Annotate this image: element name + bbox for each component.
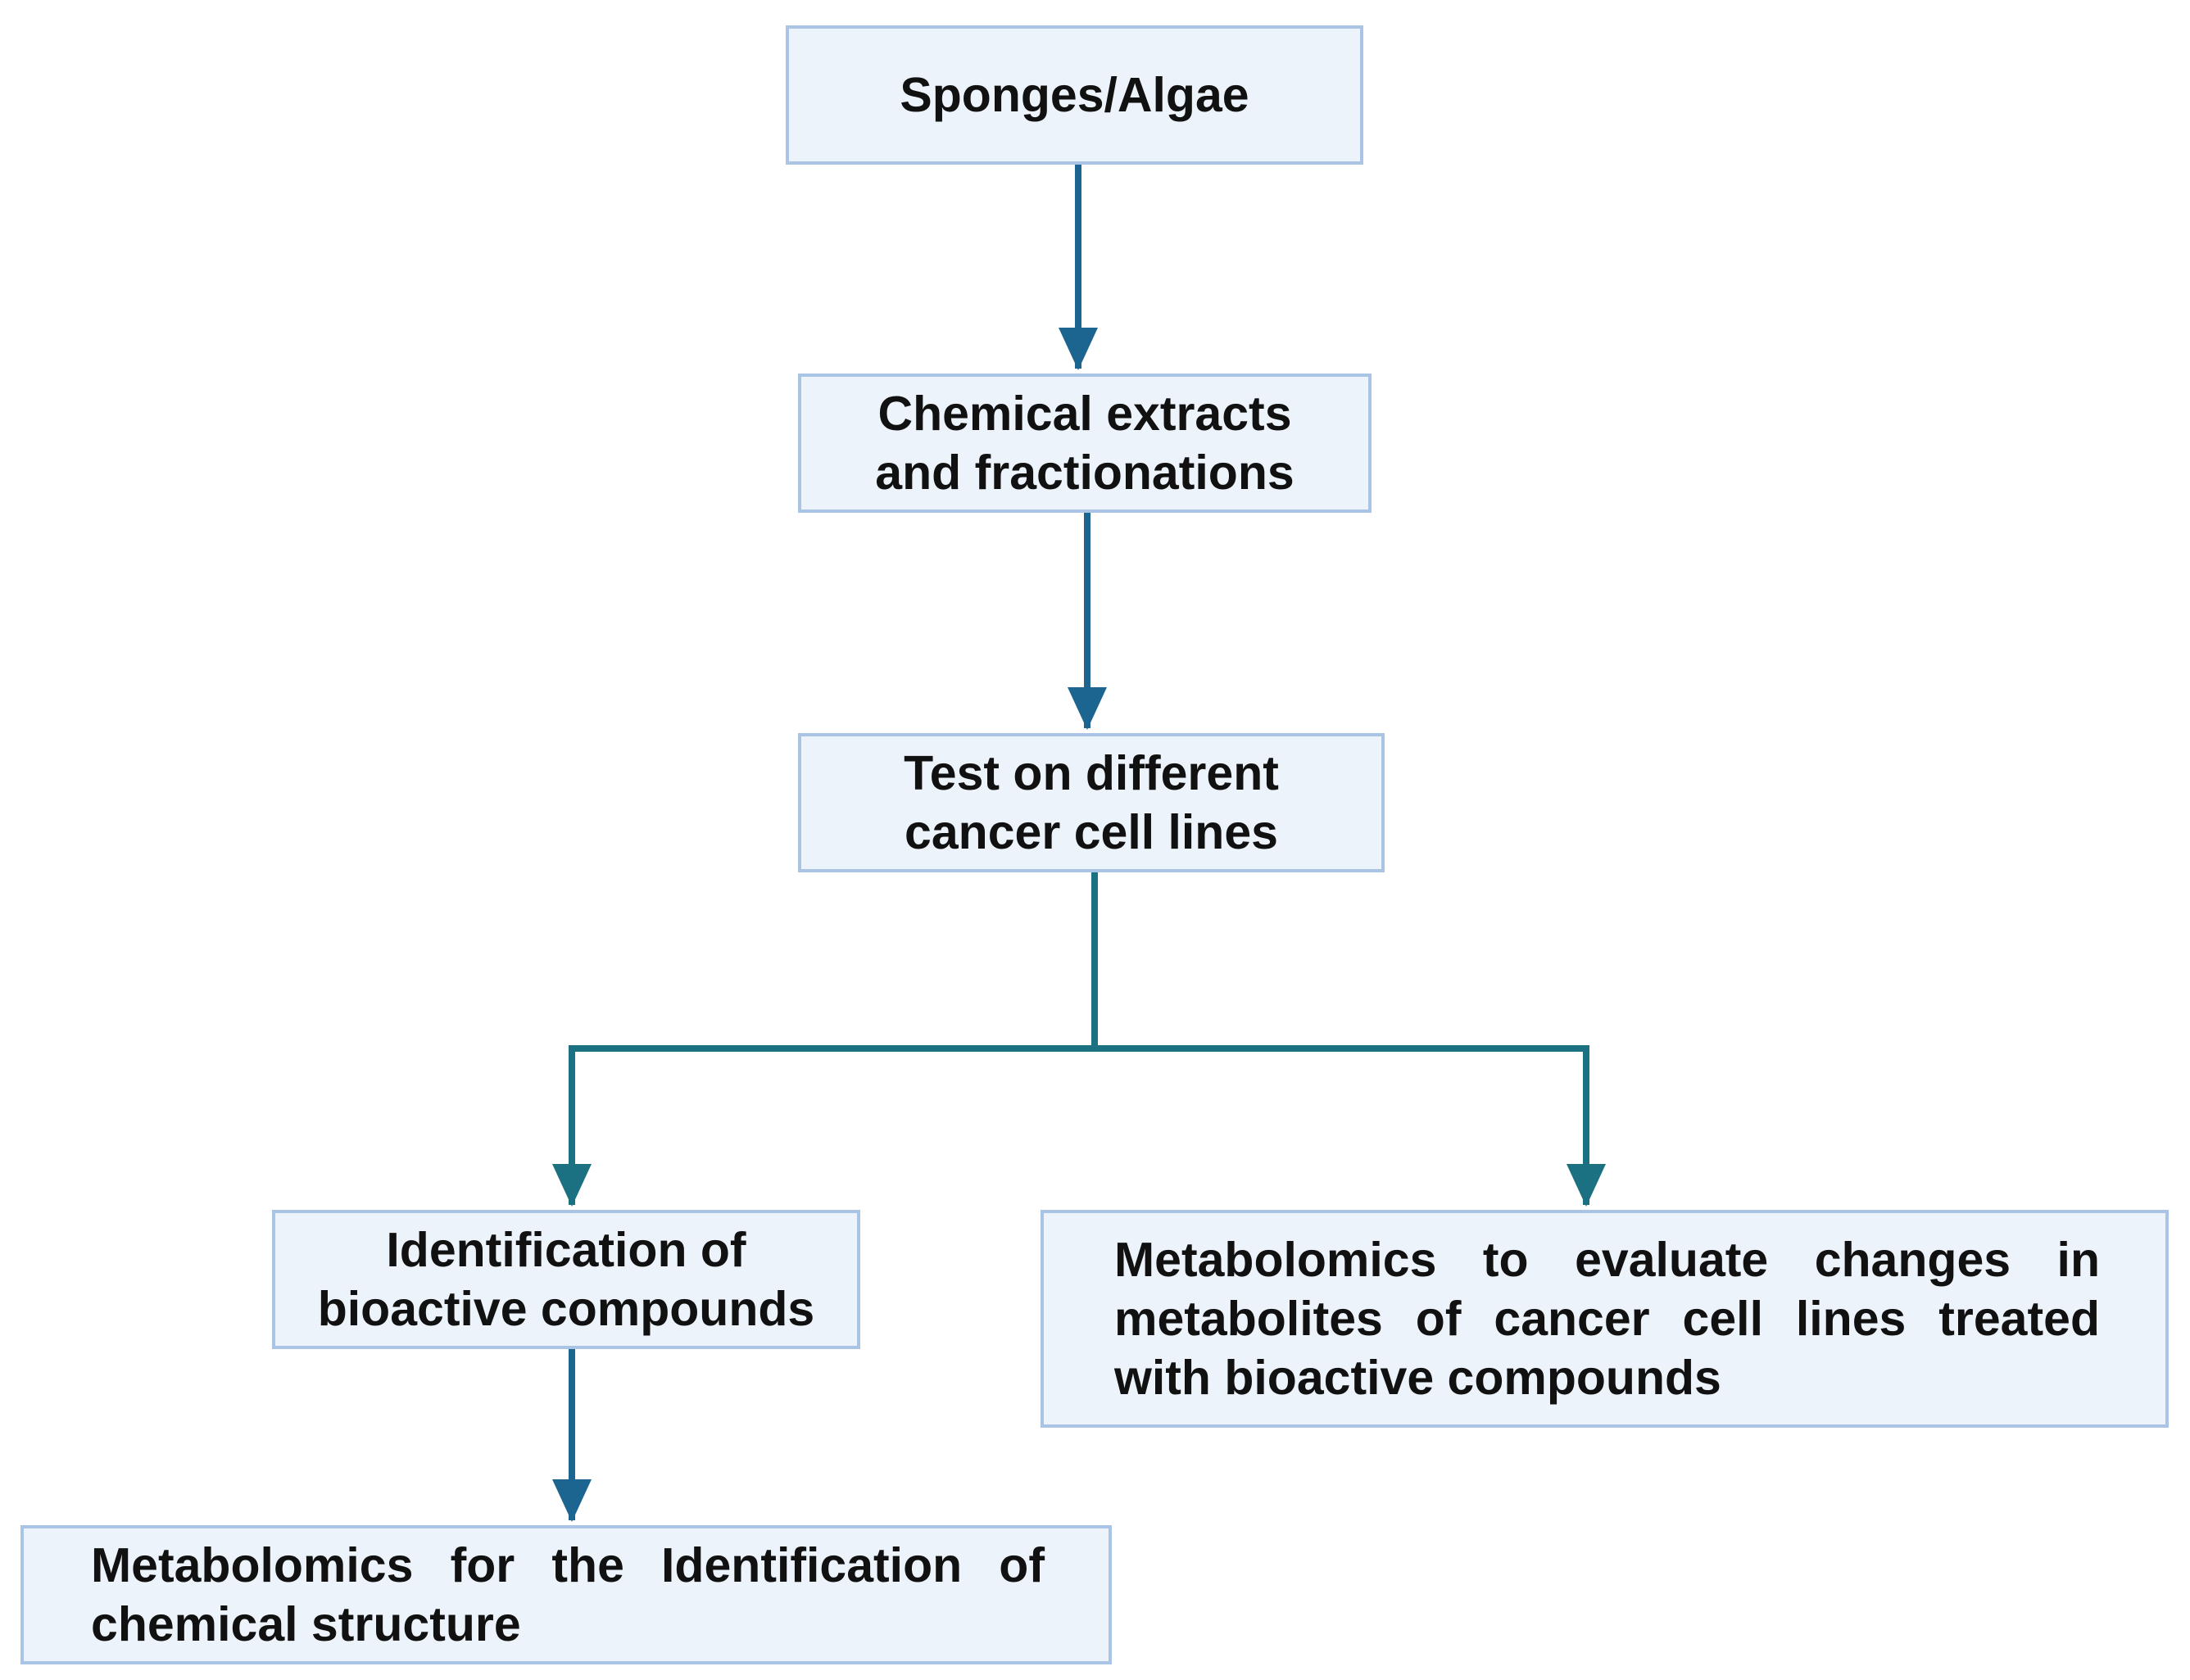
node-test-cancer-cell-lines-label: Test on different cancer cell lines (904, 744, 1279, 862)
node-sponges-algae: Sponges/Algae (786, 25, 1363, 165)
node-identification-bioactive-compounds: Identification of bioactive compounds (272, 1210, 860, 1349)
node-chemical-extracts: Chemical extracts and fractionations (798, 374, 1372, 513)
node-test-line1: Test on different (904, 746, 1279, 800)
node-chemical-extracts-label: Chemical extracts and fractionations (875, 384, 1294, 502)
node-metabolomics-evaluate-changes: Metabolomics to evaluate changes in meta… (1041, 1210, 2169, 1428)
node-metabolomics-chemical-structure: Metabolomics for the Identification of c… (20, 1525, 1112, 1664)
node-test-line2: cancer cell lines (905, 805, 1278, 859)
node-metabolomics-evaluate-label: Metabolomics to evaluate changes in meta… (1114, 1233, 2100, 1405)
node-identification-label: Identification of bioactive compounds (318, 1220, 814, 1338)
node-identification-line2: bioactive compounds (317, 1282, 815, 1336)
branch-connector-from-test (572, 872, 1586, 1052)
node-chemical-extracts-line2: and fractionations (875, 446, 1295, 500)
node-chemical-extracts-line1: Chemical extracts (877, 387, 1292, 441)
node-sponges-algae-label: Sponges/Algae (900, 68, 1249, 122)
node-metabolomics-structure-label: Metabolomics for the Identification of c… (91, 1538, 1045, 1651)
node-identification-line1: Identification of (386, 1223, 746, 1277)
node-test-cancer-cell-lines: Test on different cancer cell lines (798, 733, 1385, 872)
